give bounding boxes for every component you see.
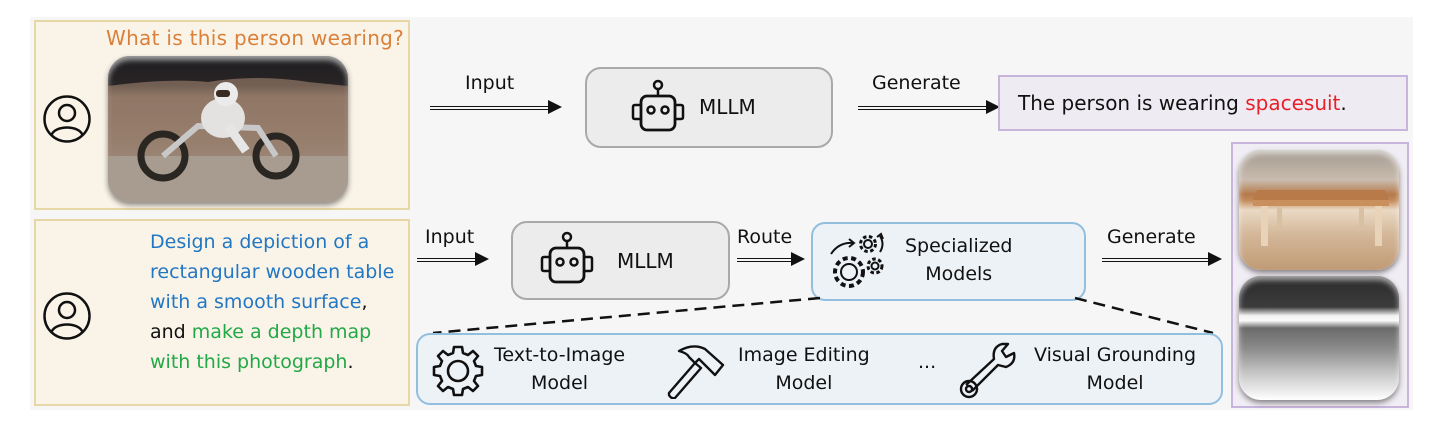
specialized-models-label: Specialized Models bbox=[905, 232, 1012, 288]
instruction-line-5: with this photograph. bbox=[150, 347, 394, 377]
instruction-line-3: with a smooth surface, bbox=[150, 287, 394, 317]
connector-left bbox=[432, 296, 821, 335]
specialized-line-2: Models bbox=[925, 263, 993, 285]
input-photo-astronaut bbox=[108, 56, 348, 202]
instruction-line-5-suffix: . bbox=[347, 351, 354, 373]
ellipsis: ... bbox=[918, 351, 937, 373]
specialized-models-box: Specialized Models bbox=[811, 222, 1086, 301]
robot-icon bbox=[540, 231, 594, 284]
user-query-box-1: What is this person wearing? bbox=[34, 20, 410, 210]
mllm-box-2: MLLM bbox=[511, 221, 730, 300]
input-label-2: Input bbox=[425, 226, 475, 248]
hammer-icon bbox=[667, 345, 725, 399]
specialized-line-1: Specialized bbox=[905, 235, 1013, 257]
output-photo-wooden-table bbox=[1239, 150, 1399, 270]
instruction-line-1: Design a depiction of a bbox=[150, 231, 370, 253]
answer-suffix: . bbox=[1340, 91, 1347, 115]
tool-text-to-image-label: Text-to-Image Model bbox=[494, 341, 625, 397]
connector-right bbox=[1074, 296, 1214, 335]
instruction-line-5-text: with this photograph bbox=[150, 351, 348, 373]
route-label: Route bbox=[737, 226, 793, 248]
input-label-1: Input bbox=[465, 72, 515, 94]
tool-3-line-1: Visual Grounding bbox=[1034, 344, 1197, 366]
tool-1-line-2: Model bbox=[531, 372, 589, 394]
route-arrow bbox=[737, 252, 805, 266]
user-avatar-icon bbox=[43, 95, 91, 143]
generate-label-1: Generate bbox=[872, 72, 961, 94]
answer-text: The person is wearing spacesuit. bbox=[1018, 91, 1347, 115]
robot-icon bbox=[631, 79, 685, 132]
user-query-box-2: Design a depiction of a rectangular wood… bbox=[34, 219, 410, 406]
answer-highlight: spacesuit bbox=[1245, 91, 1341, 115]
tools-box: Text-to-Image Model Image Editing Model … bbox=[416, 333, 1223, 405]
tool-1-line-1: Text-to-Image bbox=[494, 344, 626, 366]
output-depth-map bbox=[1239, 276, 1399, 400]
gears-icon bbox=[830, 232, 884, 288]
tool-2-line-1: Image Editing bbox=[738, 344, 870, 366]
gear-icon bbox=[432, 345, 484, 397]
instruction-line-3-suffix: , bbox=[361, 291, 368, 313]
answer-prefix: The person is wearing bbox=[1018, 91, 1246, 115]
wrench-icon bbox=[959, 342, 1016, 399]
input-arrow-2 bbox=[417, 252, 489, 266]
instruction-line-4-prefix: and bbox=[150, 321, 192, 343]
tool-image-editing-label: Image Editing Model bbox=[738, 341, 870, 397]
input-arrow-1 bbox=[430, 100, 562, 114]
instruction-line-4-text: make a depth map bbox=[191, 321, 372, 343]
tool-3-line-2: Model bbox=[1086, 372, 1144, 394]
question-text: What is this person wearing? bbox=[106, 26, 405, 50]
tool-2-line-2: Model bbox=[775, 372, 833, 394]
generate-arrow-1 bbox=[858, 100, 1000, 114]
tool-visual-grounding-label: Visual Grounding Model bbox=[1034, 341, 1196, 397]
instruction-line-3-text: with a smooth surface bbox=[150, 291, 362, 313]
mllm-label-1: MLLM bbox=[699, 95, 756, 119]
answer-box: The person is wearing spacesuit. bbox=[998, 75, 1408, 131]
mllm-label-2: MLLM bbox=[617, 249, 674, 273]
generate-label-2: Generate bbox=[1107, 226, 1196, 248]
user-avatar-icon bbox=[43, 292, 91, 340]
instruction-text: Design a depiction of a rectangular wood… bbox=[150, 227, 394, 377]
instruction-line-2: rectangular wooden table bbox=[150, 261, 395, 283]
mllm-box-1: MLLM bbox=[585, 67, 833, 148]
generate-arrow-2 bbox=[1102, 252, 1222, 266]
instruction-line-4: and make a depth map bbox=[150, 317, 394, 347]
output-images-box bbox=[1231, 142, 1409, 408]
